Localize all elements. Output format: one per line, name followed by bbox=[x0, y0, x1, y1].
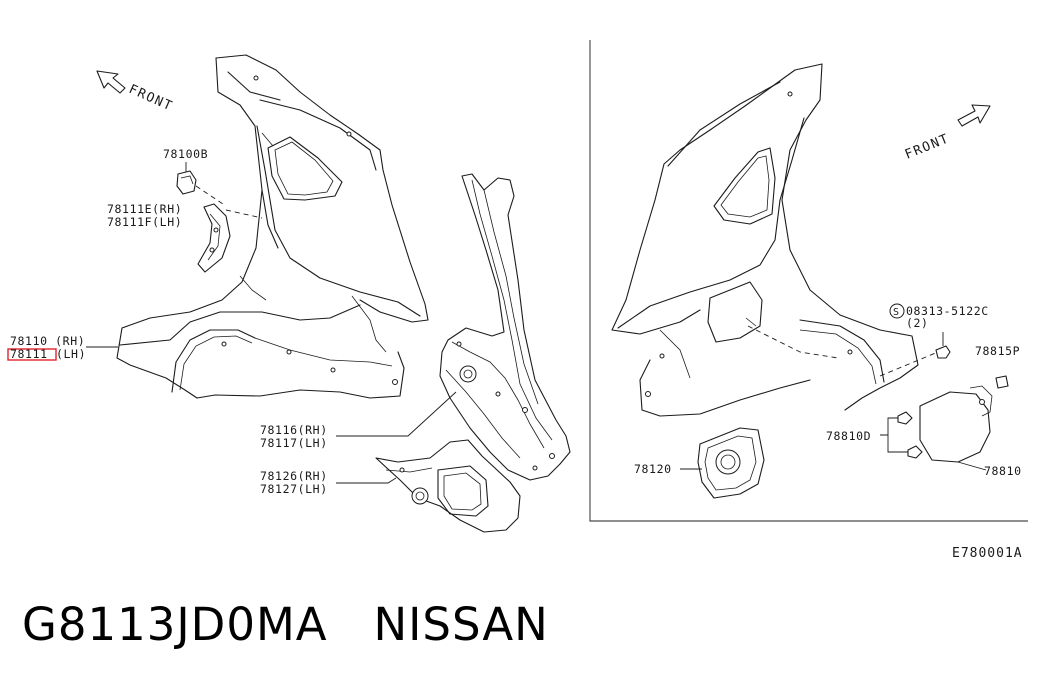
label-wheelhouse-lh: 78127(LH) bbox=[260, 482, 328, 496]
screw-part bbox=[935, 332, 951, 359]
wheel-house-part bbox=[375, 439, 521, 533]
label-bushing: 78810D bbox=[826, 429, 871, 443]
label-bracket-rh: 78111E(RH) bbox=[107, 202, 182, 216]
clip-guide-line bbox=[195, 185, 227, 207]
front-arrow-icon bbox=[957, 104, 991, 127]
left-panel: FRONT bbox=[7, 54, 571, 533]
filler-guide-line bbox=[747, 325, 839, 359]
clip-part bbox=[176, 162, 197, 195]
stopper-part bbox=[995, 375, 1009, 389]
leader-pillar bbox=[336, 391, 457, 437]
label-wheelhouse-rh: 78126(RH) bbox=[260, 469, 328, 483]
rear-quarter-panel bbox=[116, 54, 429, 399]
right-panel: FRONT bbox=[611, 63, 1022, 499]
inner-pillar bbox=[439, 173, 571, 481]
label-pillar-rh: 78116(RH) bbox=[260, 423, 328, 437]
label-screw-symbol: S bbox=[893, 307, 900, 318]
label-screw: 08313-5122C bbox=[906, 304, 989, 318]
label-panel-lh-code: 78111 bbox=[10, 347, 48, 361]
screw-symbol-icon bbox=[889, 303, 905, 319]
diagram-reference: E780001A bbox=[952, 546, 1023, 561]
label-lid: 78810 bbox=[984, 464, 1022, 478]
label-pillar-lh: 78117(LH) bbox=[260, 436, 328, 450]
panel-divider bbox=[589, 40, 1028, 522]
front-arrow-icon bbox=[96, 70, 126, 94]
caption-part-number: G8113JD0MA bbox=[22, 598, 328, 651]
label-panel-lh-side: (LH) bbox=[56, 347, 86, 361]
label-base: 78120 bbox=[634, 462, 672, 476]
filler-base-part bbox=[697, 427, 765, 499]
label-screw-qty: (2) bbox=[906, 316, 929, 330]
screw-guide-line bbox=[879, 351, 939, 377]
label-bracket-lh: 78111F(LH) bbox=[107, 215, 182, 229]
caption-brand: NISSAN bbox=[373, 598, 549, 651]
label-clip: 78100B bbox=[163, 147, 208, 161]
bracket-part bbox=[197, 203, 231, 273]
caption: G8113JD0MA NISSAN bbox=[22, 598, 549, 651]
highlight-box bbox=[7, 348, 57, 361]
bracket-guide-line bbox=[225, 209, 263, 219]
rear-quarter-panel-rh bbox=[611, 63, 919, 417]
leader-wheelhouse bbox=[336, 477, 397, 484]
bushing-part bbox=[880, 411, 923, 459]
label-stopper: 78815P bbox=[975, 344, 1020, 358]
front-label-left: FRONT bbox=[126, 82, 175, 115]
front-label-right: FRONT bbox=[903, 131, 952, 162]
fuel-lid-part bbox=[919, 385, 993, 471]
label-panel-rh: 78110 (RH) bbox=[10, 334, 85, 348]
